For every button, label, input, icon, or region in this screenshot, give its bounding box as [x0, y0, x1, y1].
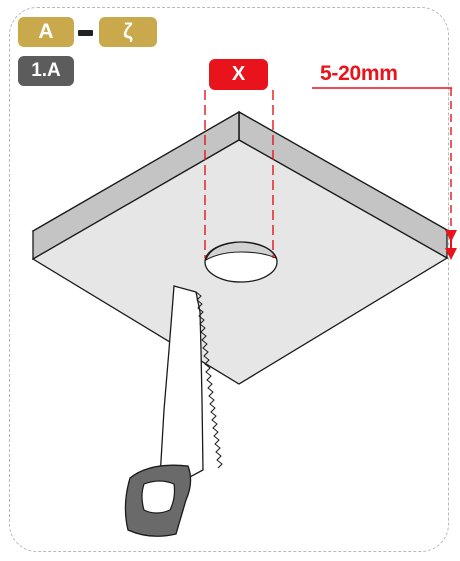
hole-icon: [204, 241, 278, 283]
hole-label-badge: X: [209, 59, 268, 90]
thickness-label: 5-20mm: [320, 62, 398, 85]
badge-variant: ζ: [99, 17, 157, 47]
badge-separator: [78, 30, 93, 36]
frame-border: [9, 7, 449, 552]
badge-step: 1.A: [18, 56, 74, 86]
hand-saw-icon: [124, 285, 223, 537]
badge-category: A: [18, 17, 74, 47]
